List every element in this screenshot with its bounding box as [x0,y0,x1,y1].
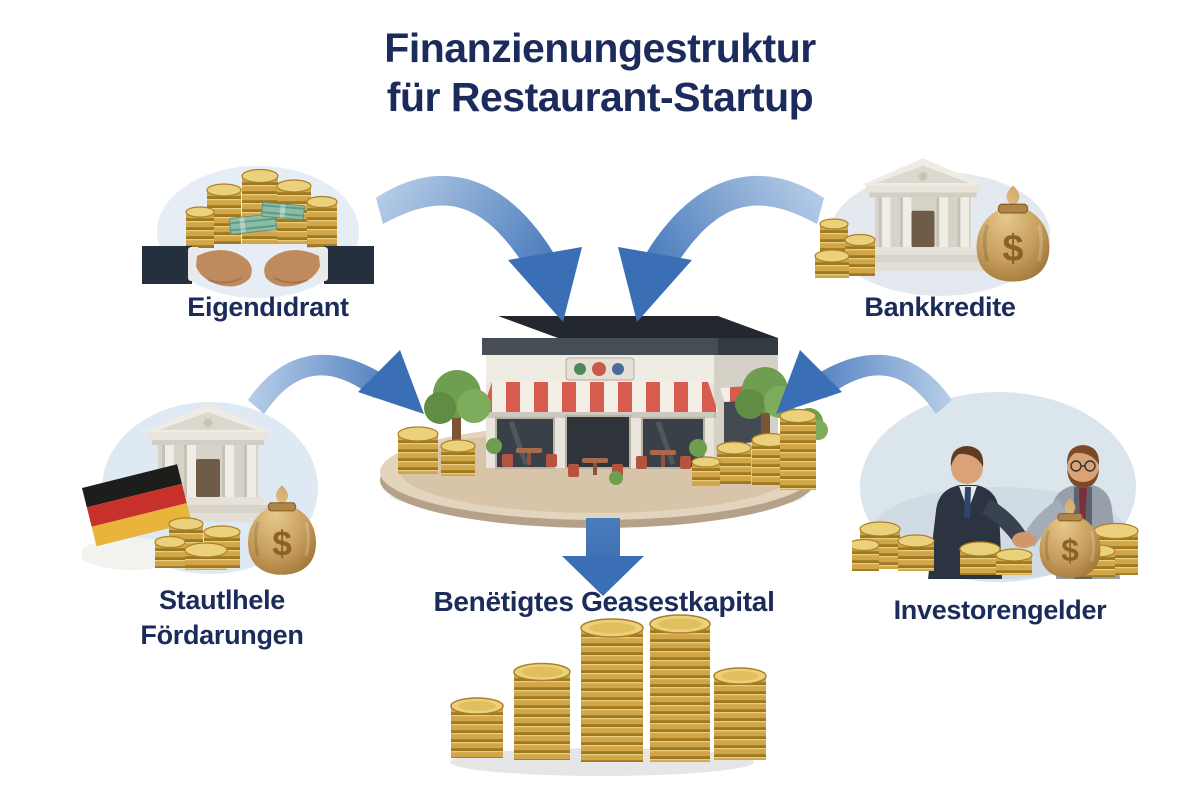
handshake-hands [1012,532,1036,548]
label-subsidies-line2: Fördarungen [140,620,304,651]
label-subsidies-line1: Stautlhele [158,585,286,615]
restaurant-icon [380,316,828,528]
hand-left [142,246,252,287]
hand-right [264,246,374,287]
label-investors: Investorengelder [893,595,1107,625]
page-title: Finanzienungestruktur für Restaurant-Sta… [384,24,816,122]
striped-awning [482,382,718,412]
coin-pile [397,408,817,490]
coin-stack [580,618,644,762]
outdoor-tables [486,438,707,485]
title-line1: Finanzienungestruktur [384,25,816,71]
coin-pile [852,521,1139,577]
coin-stack [649,614,711,762]
bank-with-money-bag-icon [814,158,1052,296]
coin-stack [513,662,571,760]
coin-stacks-icon [450,614,767,776]
label-subsidies: Stautlhele Fördarungen [140,583,304,653]
label-total-capital: Benëtigtes Geasestkapital [433,586,775,617]
hands-holding-money-icon [142,166,374,298]
investors-handshake-icon [852,392,1139,582]
label-bank-loans: Bankkredite [864,292,1016,322]
label-equity: Eigendıdrant [187,292,349,322]
german-flag-icon [82,464,192,547]
coin-pile [154,517,241,570]
coin-stack [450,697,504,758]
coin-stack [713,667,767,760]
coin-pile [185,168,338,248]
tree [424,370,491,450]
government-bank-german-flag-icon [82,402,318,577]
title-line2: für Restaurant-Startup [386,74,814,121]
